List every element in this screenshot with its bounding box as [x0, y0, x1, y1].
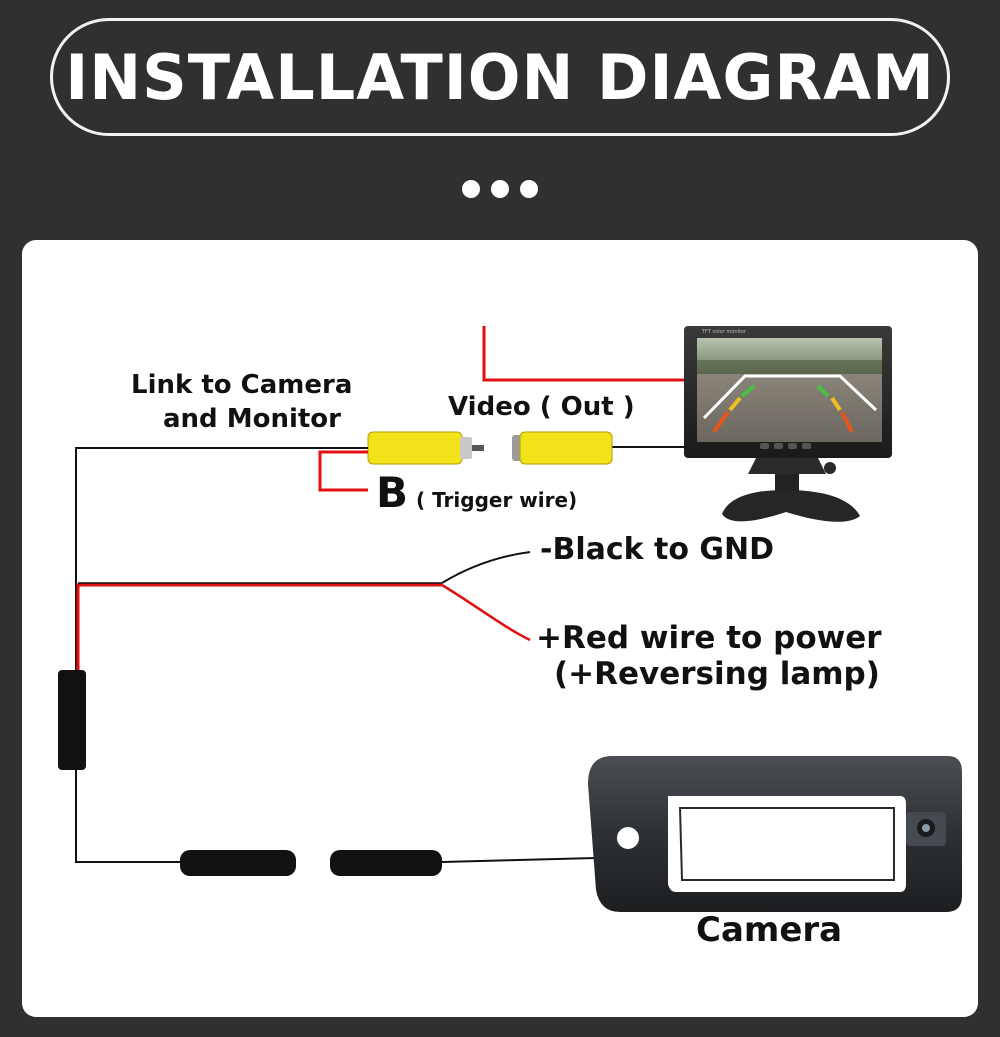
trigger-wire-label: ( Trigger wire) [416, 488, 578, 512]
camera-plug-right [330, 850, 442, 876]
dot [462, 180, 480, 198]
pagination-dots [462, 180, 538, 200]
trigger-wire-red [318, 450, 368, 492]
rca-male-connector [367, 431, 484, 465]
inline-module [58, 670, 86, 770]
red-wire-label-line2: (+Reversing lamp) [554, 656, 880, 692]
link-label-line1: Link to Camera [131, 370, 353, 400]
power-wire-red [76, 583, 442, 672]
camera-plug-left [180, 850, 296, 876]
ground-wire-lead [441, 551, 531, 584]
rca-female-connector [512, 431, 613, 465]
red-wire-label-line1: +Red wire to power [536, 620, 882, 656]
power-wire-lead [441, 583, 531, 642]
tailgate-camera-icon [588, 756, 962, 912]
monitor-power-wire [482, 326, 688, 382]
main-cable-black [75, 447, 368, 863]
dot [520, 180, 538, 198]
page-title: INSTALLATION DIAGRAM [65, 40, 935, 114]
trigger-letter: B [376, 468, 409, 517]
link-label-line2: and Monitor [163, 404, 341, 434]
title-banner: INSTALLATION DIAGRAM [50, 18, 950, 136]
video-out-label: Video ( Out ) [448, 392, 635, 422]
dot [491, 180, 509, 198]
camera-cable [441, 857, 597, 863]
black-wire-label: -Black to GND [540, 532, 775, 567]
monitor-screen-text: TFT color monitor [701, 329, 747, 335]
monitor-icon: TFT color monitor [684, 326, 892, 522]
camera-label: Camera [696, 910, 843, 950]
